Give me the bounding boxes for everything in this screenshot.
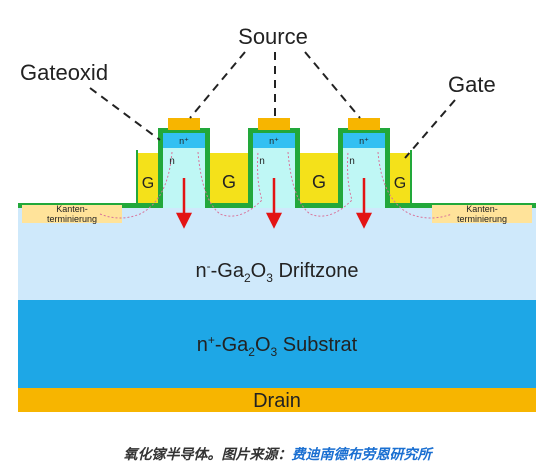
current-flow-lines: [99, 151, 453, 219]
figure-caption: 氧化镓半导体。图片来源：费迪南德布劳恩研究所: [0, 444, 555, 464]
n-channel-label-2: n: [259, 156, 265, 167]
edge-termination-right: [432, 205, 532, 223]
gate-electrode-2: [210, 153, 248, 203]
gate-letter-3: G: [312, 172, 326, 192]
kanten-right-line2: terminierung: [457, 214, 507, 224]
drain-layer: [18, 388, 536, 412]
substrate-layer: [18, 300, 536, 388]
gate-letter-1: G: [142, 175, 154, 192]
leader-lines: [89, 51, 456, 159]
n-channel-label-3: n: [349, 156, 355, 167]
source-contact: [258, 118, 290, 130]
fin-2: [248, 118, 300, 208]
driftzone-layer: [18, 226, 536, 300]
source-label: Source: [238, 24, 308, 49]
kanten-left-line1: Kanten-: [56, 204, 88, 214]
gate-letter-4: G: [394, 175, 406, 192]
n-plus-region: [343, 133, 385, 148]
gate-electrode-3: [300, 153, 338, 203]
caption-source-link[interactable]: 费迪南德布劳恩研究所: [291, 447, 432, 463]
gateoxid-label: Gateoxid: [20, 60, 108, 85]
drain-label: Drain: [253, 390, 301, 412]
n-plus-label-3: n⁺: [359, 136, 369, 146]
gate-electrode-1: [138, 153, 158, 203]
caption-prefix: 氧化镓半导体。图片来源：: [123, 447, 292, 463]
gate-electrode-4: [390, 153, 410, 203]
n-plus-region: [163, 133, 205, 148]
n-plus-region: [253, 133, 295, 148]
gate-label: Gate: [448, 72, 496, 97]
current-arrows: [175, 178, 373, 229]
n-channel-label-1: n: [169, 156, 175, 167]
source-contact: [348, 118, 380, 130]
substrate-label: n+-Ga2O3 Substrat: [197, 333, 358, 359]
n-plus-label-2: n⁺: [269, 136, 279, 146]
driftzone-label: n--Ga2O3 Driftzone: [196, 259, 359, 285]
kanten-left-line2: terminierung: [47, 214, 97, 224]
source-contact: [168, 118, 200, 130]
kanten-right-line1: Kanten-: [466, 204, 498, 214]
edge-termination-left: [22, 205, 122, 223]
gate-letter-2: G: [222, 172, 236, 192]
n-plus-label-1: n⁺: [179, 136, 189, 146]
